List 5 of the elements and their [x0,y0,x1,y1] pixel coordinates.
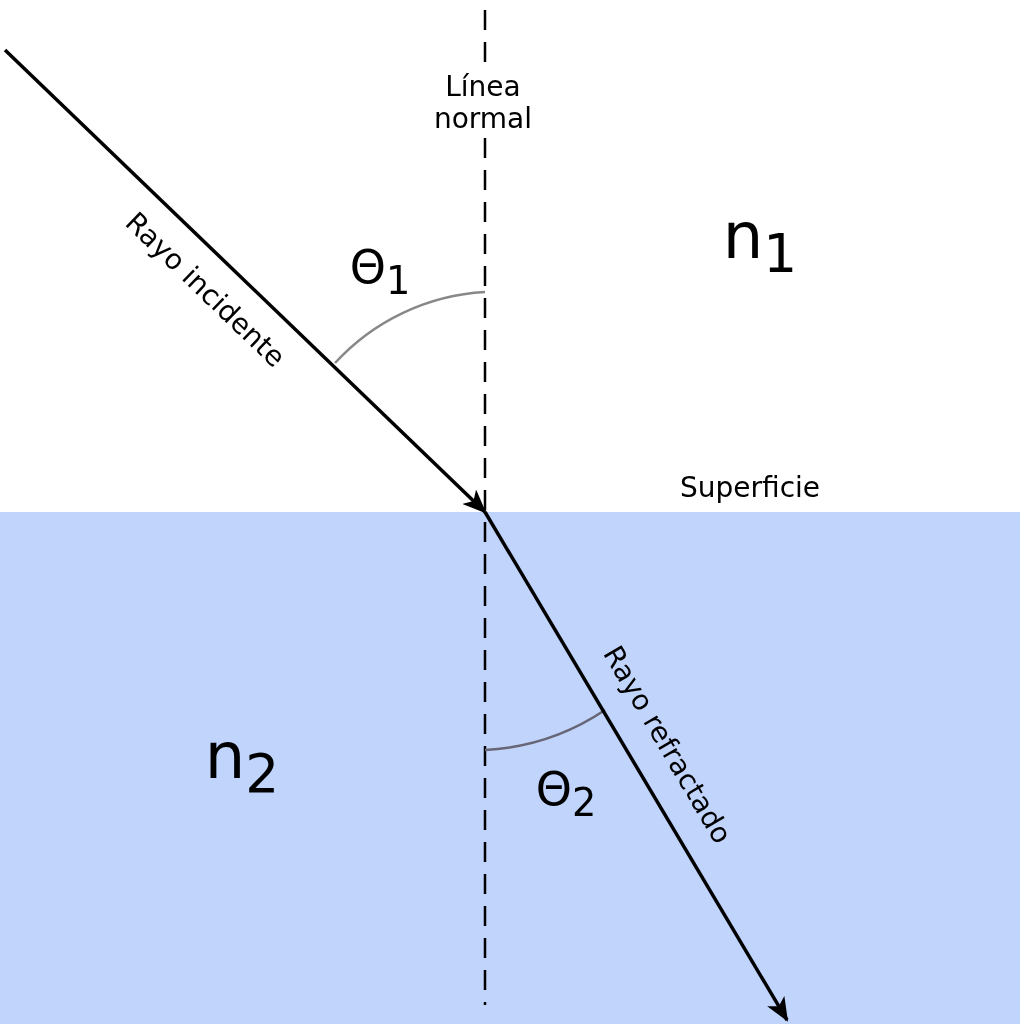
medium-index-label: n$_{2}$ [204,719,280,805]
angle-label: Θ$_{1}$ [349,241,411,303]
surface-label: Superficie [679,471,821,505]
medium-index-label: n$_{1}$ [722,199,798,285]
angle-label: Θ$_{2}$ [535,763,597,825]
